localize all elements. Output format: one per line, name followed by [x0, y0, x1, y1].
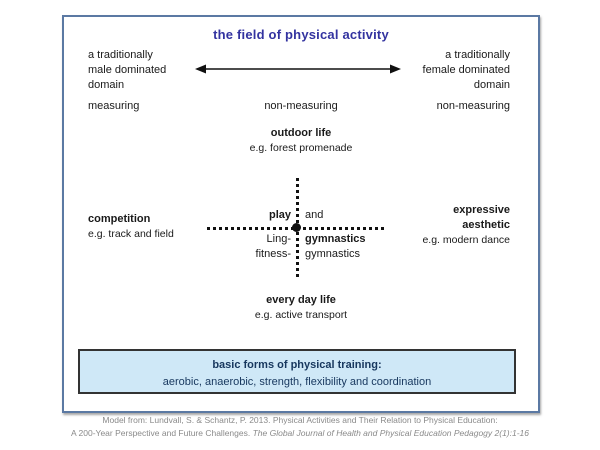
female-dominated-label: a traditionally female dominated domain — [422, 49, 510, 91]
training-box-items: aerobic, anaerobic, strength, flexibilit… — [162, 376, 432, 388]
caption-line2: A 200-Year Perspective and Future Challe… — [0, 427, 600, 440]
cross-label-gymnastics-bold: gymnastics — [305, 233, 366, 245]
male-dominated-label: a traditionally male dominated domain — [88, 49, 167, 91]
quadrant-every-day-life: every day life e.g. active transport — [64, 293, 538, 323]
cross-label-and: and — [305, 209, 324, 221]
every-day-life-example: e.g. active transport — [254, 309, 348, 321]
cross-label-ling: Ling- — [266, 233, 291, 245]
caption-line2-italic: The Global Journal of Health and Physica… — [252, 427, 530, 438]
competition-title: competition — [88, 213, 151, 225]
competition-example: e.g. track and field — [88, 228, 174, 240]
axis-center-dot — [292, 223, 301, 232]
expressive-aesthetic-example: e.g. modern dance — [422, 234, 510, 246]
training-box-heading: basic forms of physical training: — [212, 359, 382, 371]
basic-training-box: basic forms of physical training: aerobi… — [78, 349, 516, 394]
source-caption: Model from: Lundvall, S. & Schantz, P. 2… — [0, 414, 600, 439]
cross-row-play-and: play and — [144, 208, 450, 222]
diagram-title: the field of physical activity — [213, 27, 389, 42]
outdoor-life-example: e.g. forest promenade — [249, 142, 353, 154]
caption-line1: Model from: Lundvall, S. & Schantz, P. 2… — [102, 415, 498, 425]
quadrant-outdoor-life: outdoor life e.g. forest promenade — [64, 126, 538, 156]
cross-row-fitness-gymnastics: fitness- gymnastics — [144, 247, 450, 261]
measuring-label-right: non-measuring — [436, 100, 510, 112]
expressive-aesthetic-title: expressive aesthetic — [453, 204, 510, 231]
quadrant-competition: competition e.g. track and field — [88, 212, 174, 242]
outdoor-life-title: outdoor life — [270, 127, 332, 139]
cross-label-play: play — [268, 209, 291, 221]
measuring-label-left: measuring — [88, 100, 140, 112]
quadrant-expressive-aesthetic: expressive aesthetic e.g. modern dance — [422, 203, 510, 248]
cross-label-gymnastics: gymnastics — [305, 248, 361, 260]
every-day-life-title: every day life — [266, 294, 336, 306]
caption-line2-regular: A 200-Year Perspective and Future Challe… — [70, 427, 253, 438]
cross-label-fitness: fitness- — [255, 248, 291, 260]
measuring-label-center: non-measuring — [264, 100, 338, 112]
cross-row-ling-gymnastics: Ling- gymnastics — [144, 232, 450, 246]
bidirectional-arrow-icon — [195, 64, 401, 74]
diagram-frame: the field of physical activity a traditi… — [62, 15, 540, 413]
